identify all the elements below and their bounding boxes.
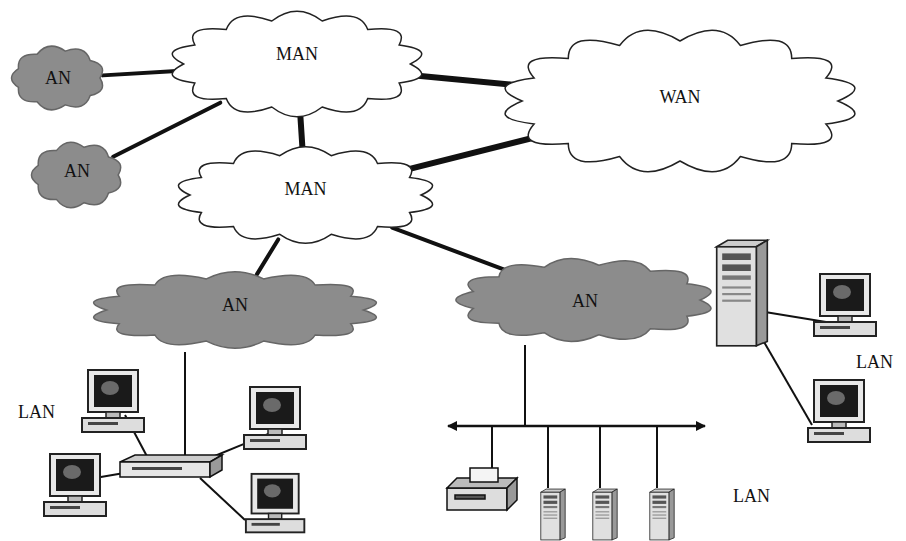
network-cloud: MAN (162, 6, 432, 122)
lan-label: LAN (856, 352, 893, 373)
network-link (103, 71, 177, 75)
network-link (300, 114, 302, 150)
network-label: AN (45, 68, 71, 89)
network-link (113, 103, 220, 157)
network-label: AN (64, 161, 90, 182)
network-label: MAN (284, 179, 326, 200)
network-label: MAN (276, 44, 318, 65)
network-link (257, 239, 278, 274)
lan-label: LAN (733, 486, 770, 507)
network-cloud: AN (448, 254, 722, 346)
network-cloud: AN (82, 268, 388, 352)
network-label: AN (222, 295, 248, 316)
network-link (415, 75, 515, 85)
network-label: AN (572, 291, 598, 312)
network-label: WAN (660, 87, 701, 108)
network-cloud: MAN (168, 142, 443, 248)
lan-label: LAN (18, 402, 55, 423)
network-cloud: AN (28, 138, 126, 212)
network-link (408, 137, 537, 169)
network-link (392, 228, 505, 270)
network-cloud: WAN (492, 22, 868, 180)
network-cloud: AN (8, 42, 108, 114)
